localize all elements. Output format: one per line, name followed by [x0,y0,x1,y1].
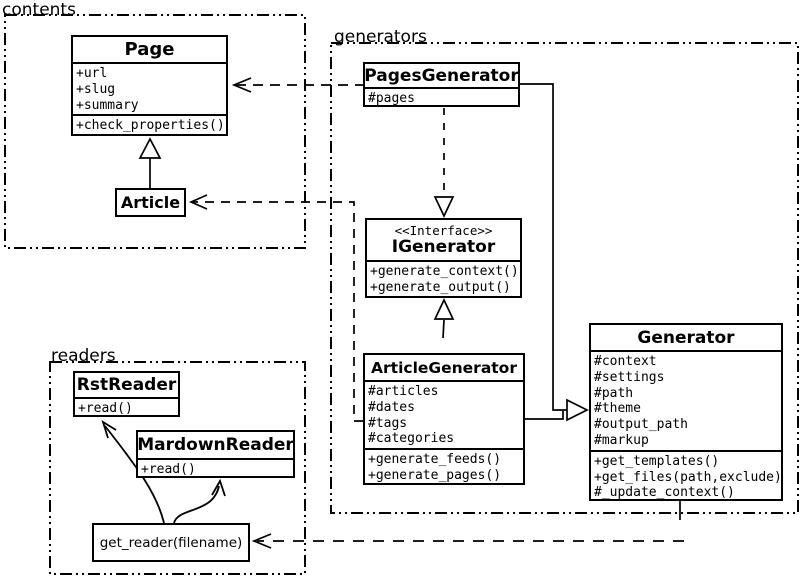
class-title: Generator [637,327,735,348]
open-arrowhead-icon [211,478,226,497]
member-line: +summary [76,97,139,113]
member-line: #context [594,354,657,369]
edge-getreader-to-rstreader [104,425,165,524]
member-line: +get_templates() [594,453,720,469]
open-arrowhead-icon [101,419,117,439]
function-box-get-reader: get_reader(filename) [92,523,250,562]
attributes-compartment: #context#settings#path#theme#output_path… [591,350,781,450]
class-title: Page [124,39,175,60]
open-arrowhead-icon [188,194,208,210]
member-line: +read() [141,462,196,477]
class-box-igenerator: <<Interface>> IGenerator +generate_conte… [365,218,522,298]
class-title: MardownReader [137,435,294,455]
class-title-text: IGenerator [391,236,496,257]
class-box-article: Article [115,188,186,217]
class-title: <<Interface>> IGenerator [367,220,520,260]
attributes-compartment: #pages [365,87,518,106]
class-title: RstReader [76,375,177,395]
class-box-mardownreader: MardownReader +read() [136,430,295,478]
open-arrowhead-icon [251,533,272,549]
class-title: PagesGenerator [364,65,519,86]
member-line: #output_path [594,417,688,433]
attributes-compartment: #articles#dates#tags#categories [365,380,523,448]
generalization-triangle-icon [138,137,162,159]
generalization-triangle-icon [433,298,455,320]
class-stereotype: <<Interface>> [394,222,493,238]
class-title: ArticleGenerator [371,358,517,377]
member-line: +check_properties() [76,118,225,134]
member-line: #_update_context() [594,485,735,501]
package-contents-label: contents [2,0,76,20]
methods-compartment: +read() [138,458,293,477]
class-title: Article [120,193,181,212]
member-line: #settings [594,369,665,385]
member-line: +generate_feeds() [368,452,502,468]
methods-compartment: +check_properties() [73,114,226,134]
edge-pagesgenerator-to-generator [520,83,567,411]
class-box-generator: Generator #context#settings#path#theme#o… [589,323,783,501]
class-box-rstreader: RstReader +read() [73,371,180,417]
member-line: #pages [368,91,415,106]
member-line: #dates [368,399,415,415]
member-line: #theme [594,401,641,417]
edge-articlegenerator-to-igenerator [442,319,445,339]
package-readers-border [49,361,306,575]
member-line: +get_files(path,exclude) [594,469,782,485]
generalization-triangle-icon [566,398,589,422]
member-line: #articles [368,384,439,399]
edge-articlegenerator-to-article [193,201,363,422]
member-line: #markup [594,432,649,448]
member-line: #categories [368,431,455,447]
package-generators-label: generators [334,27,427,47]
class-box-articlegenerator: ArticleGenerator #articles#dates#tags#ca… [363,353,525,485]
member-line: #path [594,385,634,401]
realization-triangle-icon [433,196,455,218]
methods-compartment: +get_templates()+get_files(path,exclude)… [591,449,782,501]
member-line: +read() [78,401,133,416]
class-box-page: Page +url+slug+summary +check_properties… [71,35,228,136]
member-line: #tags [368,415,408,431]
member-line: +generate_output() [370,279,511,295]
methods-compartment: +read() [75,397,178,416]
package-contents-border [4,14,306,249]
attributes-compartment: +url+slug+summary [73,62,226,114]
methods-compartment: +generate_feeds()+generate_pages() [365,448,523,483]
methods-compartment: +generate_context()+generate_output() [367,260,520,296]
package-generators-border [330,42,799,514]
open-arrowhead-icon [231,77,252,93]
edge-articlegenerator-to-generator [525,411,564,420]
member-line: +url [76,66,108,81]
member-line: +generate_context() [370,264,519,279]
class-box-pagesgenerator: PagesGenerator #pages [363,62,520,107]
package-readers-label: readers [51,346,116,366]
member-line: +generate_pages() [368,467,502,483]
function-label: get_reader(filename) [99,534,243,551]
member-line: +slug [76,81,116,97]
edge-getreader-to-mardownreader [173,485,220,524]
